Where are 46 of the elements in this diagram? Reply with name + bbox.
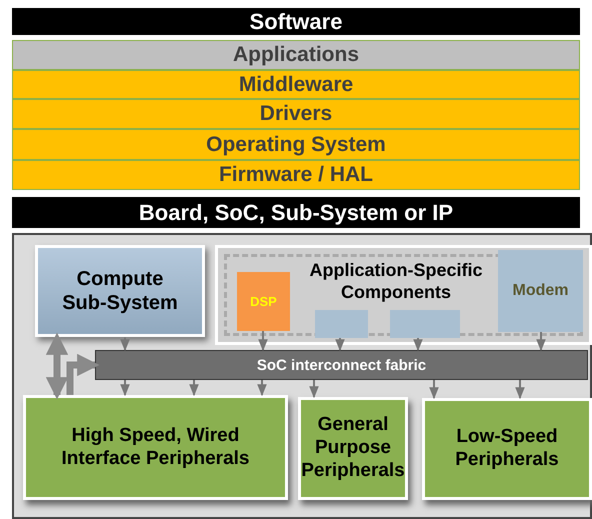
layer-label: Board, SoC, Sub-System or IP xyxy=(138,200,454,226)
layer-label: Firmware / HAL xyxy=(218,163,374,187)
section-header xyxy=(12,197,580,228)
board-panel xyxy=(12,233,592,519)
component-block xyxy=(315,310,368,338)
block-label: Modem xyxy=(512,281,568,301)
section-header xyxy=(12,8,580,35)
block-label: SoC interconnect fabric xyxy=(256,356,426,374)
bus-arrow xyxy=(46,332,68,400)
layer-label: Operating System xyxy=(206,132,386,156)
layer-label: Software xyxy=(250,8,342,34)
arrow xyxy=(120,337,130,352)
peripheral-block xyxy=(23,395,288,500)
compute-block xyxy=(35,245,205,337)
dsp-block xyxy=(237,272,290,331)
software-layer xyxy=(12,160,580,190)
software-layer xyxy=(12,129,580,160)
software-layer xyxy=(12,99,580,129)
arrow xyxy=(335,338,345,352)
arrow xyxy=(413,338,423,352)
arrow xyxy=(120,380,130,396)
block-label: General Purpose Peripherals xyxy=(301,414,405,483)
arrow xyxy=(189,380,199,396)
interconnect-bar xyxy=(95,350,588,380)
block-label: Low-Speed Peripherals xyxy=(454,426,560,472)
layer-label: Drivers xyxy=(260,102,332,126)
arrow xyxy=(515,380,525,400)
software-layer xyxy=(12,70,580,99)
block-label: DSP xyxy=(250,294,277,310)
arrow xyxy=(429,380,439,400)
component-block xyxy=(498,250,583,332)
arrow xyxy=(536,332,546,352)
peripheral-block xyxy=(422,398,592,500)
component-block xyxy=(390,310,460,338)
arrow xyxy=(257,380,267,396)
arrow xyxy=(309,380,319,398)
layer-label: Applications xyxy=(232,43,359,67)
software-layer xyxy=(12,40,580,70)
block-label: Compute Sub-System xyxy=(61,267,179,315)
block-label: High Speed, Wired Interface Peripherals xyxy=(60,424,250,470)
arrow xyxy=(258,331,268,352)
bus-arrow xyxy=(66,354,100,395)
peripheral-block xyxy=(298,397,408,500)
component-group xyxy=(215,245,592,345)
block-label: Application-Specific Components xyxy=(308,260,484,304)
layer-label: Middleware xyxy=(238,72,354,96)
